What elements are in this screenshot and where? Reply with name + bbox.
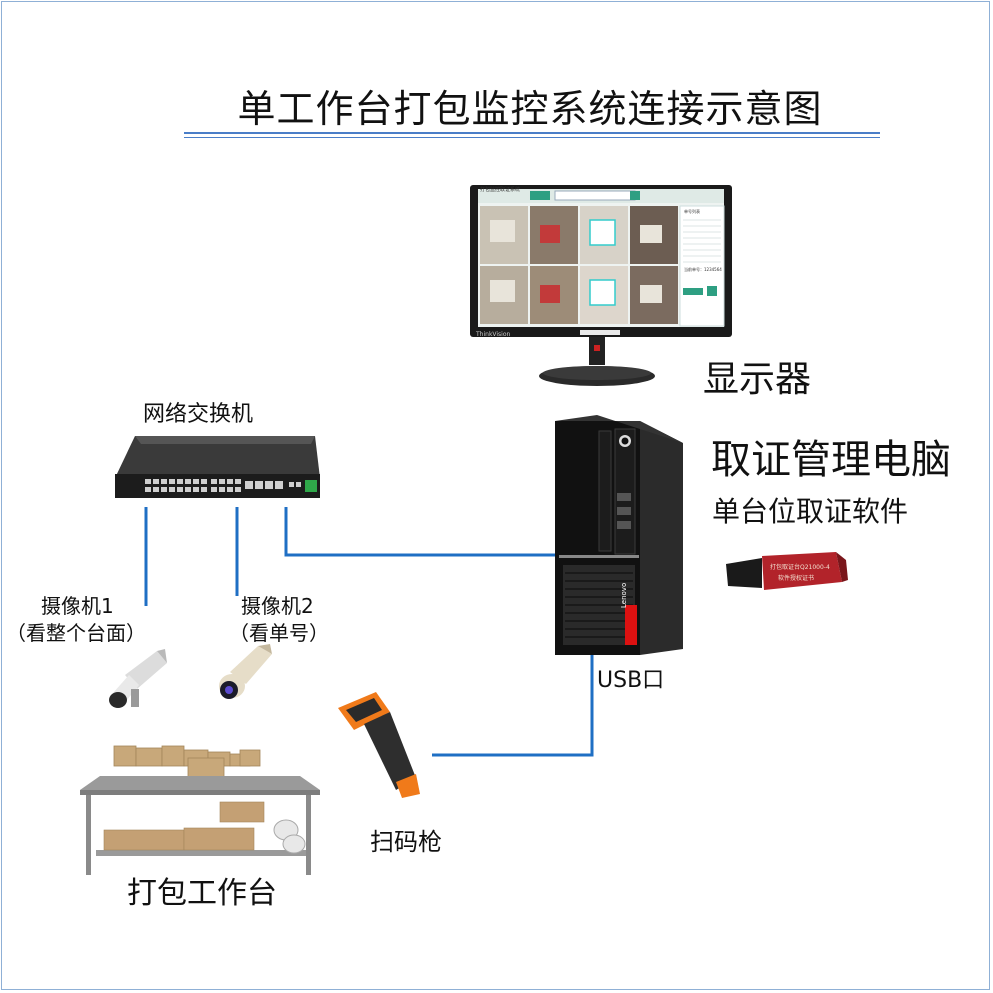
monitor-app-title: 打包监控取证系统 xyxy=(480,187,521,193)
camera1-sublabel: （看整个台面） xyxy=(6,621,146,645)
wire-switch-pc xyxy=(284,507,556,557)
diagram-title: 单工作台打包监控系统连接示意图 xyxy=(237,87,823,131)
camera2-label: 摄像机2 xyxy=(241,594,314,618)
camera1-label: 摄像机1 xyxy=(41,594,114,618)
workbench-label: 打包工作台 xyxy=(127,876,277,911)
usb-dongle-icon xyxy=(726,552,848,590)
software-label: 单台位取证软件 xyxy=(712,495,909,528)
camera2-sublabel: （看单号） xyxy=(229,621,329,645)
usb-port-label: USB口 xyxy=(597,668,665,693)
monitor-order-label: 当前单号：1234564 xyxy=(684,267,722,272)
monitor-label: 显示器 xyxy=(703,359,812,400)
pc-tower-icon xyxy=(555,415,683,655)
workbench-icon xyxy=(80,745,320,875)
pc-label: 取证管理电脑 xyxy=(711,437,951,483)
pc-brand: Lenovo xyxy=(620,582,628,608)
camera1-icon xyxy=(109,649,167,708)
dongle-text-2: 软件授权证书 xyxy=(778,575,815,582)
dongle-text-1: 打包取证台Q21000-4 xyxy=(770,564,830,571)
camera2-icon xyxy=(219,644,272,699)
network-switch-icon xyxy=(115,436,320,498)
monitor-panel-title: 单号列表 xyxy=(684,209,700,214)
scanner-label: 扫码枪 xyxy=(370,828,442,856)
monitor-icon xyxy=(470,185,732,386)
monitor-brand: ThinkVision xyxy=(476,331,511,338)
switch-label: 网络交换机 xyxy=(143,402,254,427)
barcode-scanner-icon xyxy=(338,692,420,798)
wire-pc-scanner xyxy=(432,655,594,757)
title-underline-thin xyxy=(184,137,880,138)
title-underline xyxy=(184,132,880,134)
